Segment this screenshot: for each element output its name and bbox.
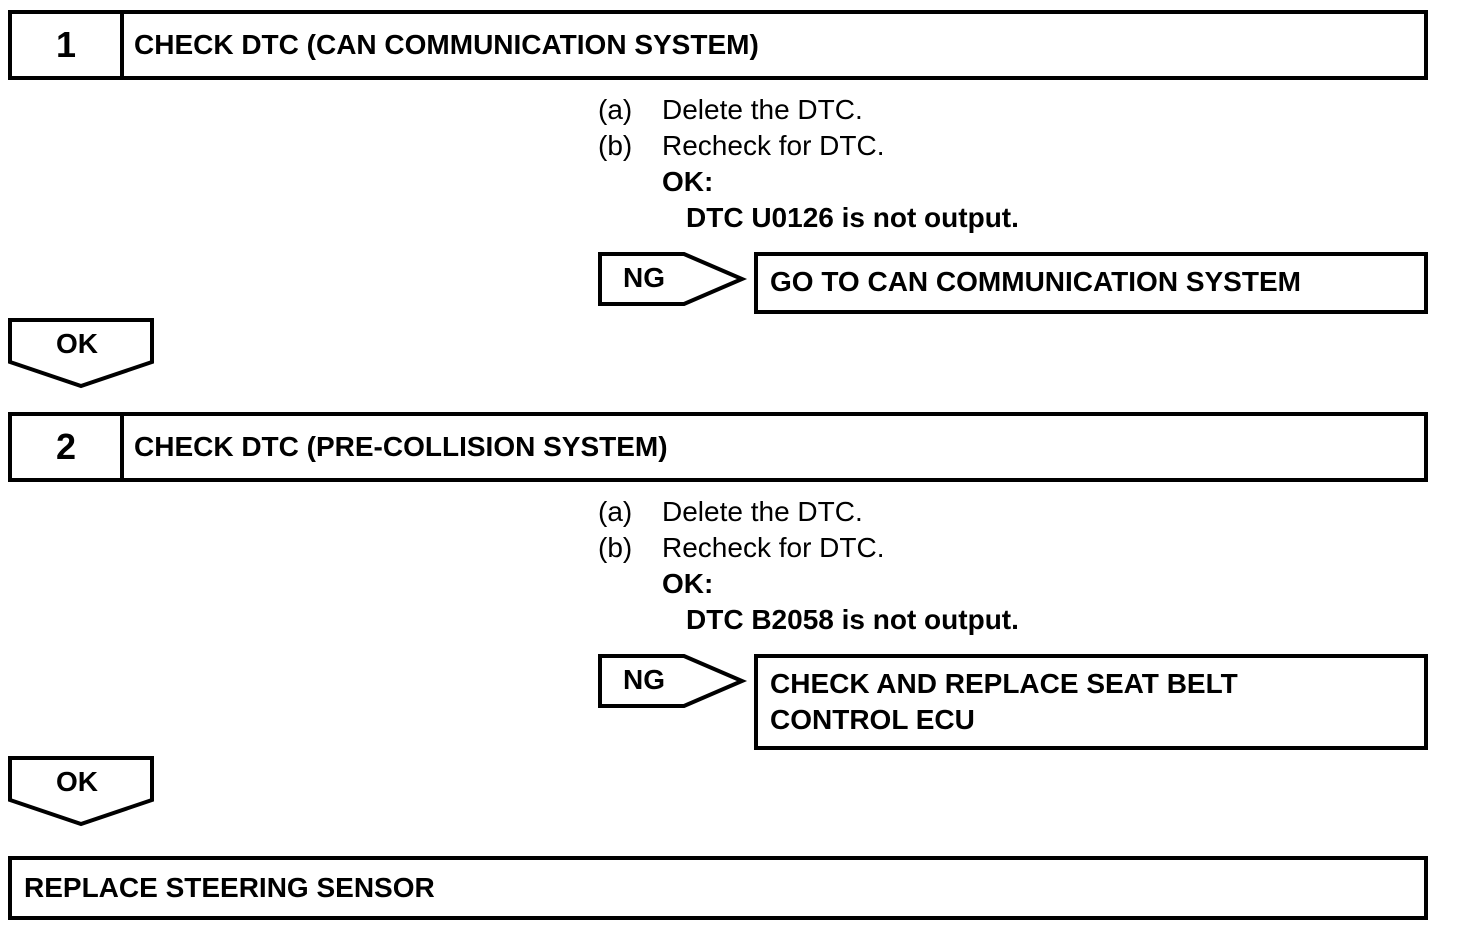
final-action-box: REPLACE STEERING SENSOR — [8, 856, 1428, 920]
step-1-title: CHECK DTC (CAN COMMUNICATION SYSTEM) — [134, 29, 759, 60]
step-2-ng-arrow — [598, 654, 748, 708]
step-1-ng-result-box: GO TO CAN COMMUNICATION SYSTEM — [754, 252, 1428, 314]
step-2-ok-arrow-label: OK — [56, 766, 98, 797]
step-1-ok-arrow-label: OK — [56, 328, 98, 359]
step-2-instruction-b-marker: (b) — [598, 532, 633, 563]
step-1-ok-criteria: DTC U0126 is not output. — [686, 202, 1019, 233]
step-1-number: 1 — [12, 14, 124, 76]
step-2-ng-result-line-1: CHECK AND REPLACE SEAT BELT — [770, 668, 1238, 699]
step-1-instruction-b-marker: (b) — [598, 130, 633, 161]
step-2-instruction-a-marker: (a) — [598, 496, 633, 527]
step-1-box: 1 CHECK DTC (CAN COMMUNICATION SYSTEM) — [8, 10, 1428, 80]
step-1-ok-arrow — [8, 318, 154, 389]
step-2-instruction-a-text: Delete the DTC. — [662, 496, 863, 527]
step-1-instruction-a-marker: (a) — [598, 94, 633, 125]
step-2-ng-result-line-2: CONTROL ECU — [770, 704, 975, 735]
step-2-ok-criteria: DTC B2058 is not output. — [686, 604, 1019, 635]
step-2-title: CHECK DTC (PRE-COLLISION SYSTEM) — [134, 431, 668, 462]
step-1-instruction-b-text: Recheck for DTC. — [662, 130, 885, 161]
step-2-number: 2 — [12, 416, 124, 478]
step-1-instruction-a-text: Delete the DTC. — [662, 94, 863, 125]
step-2-ng-result-box: CHECK AND REPLACE SEAT BELT CONTROL ECU — [754, 654, 1428, 750]
step-2-box: 2 CHECK DTC (PRE-COLLISION SYSTEM) — [8, 412, 1428, 482]
step-1-ng-arrow — [598, 252, 748, 306]
step-2-instruction-b-text: Recheck for DTC. — [662, 532, 885, 563]
step-1-ng-label: NG — [623, 262, 665, 293]
final-action-label: REPLACE STEERING SENSOR — [24, 872, 435, 903]
step-1-ok-label: OK: — [662, 166, 714, 197]
step-2-ng-label: NG — [623, 664, 665, 695]
step-1-ng-result-line-1: GO TO CAN COMMUNICATION SYSTEM — [770, 266, 1301, 297]
step-2-ok-label: OK: — [662, 568, 714, 599]
step-2-ok-arrow — [8, 756, 154, 827]
